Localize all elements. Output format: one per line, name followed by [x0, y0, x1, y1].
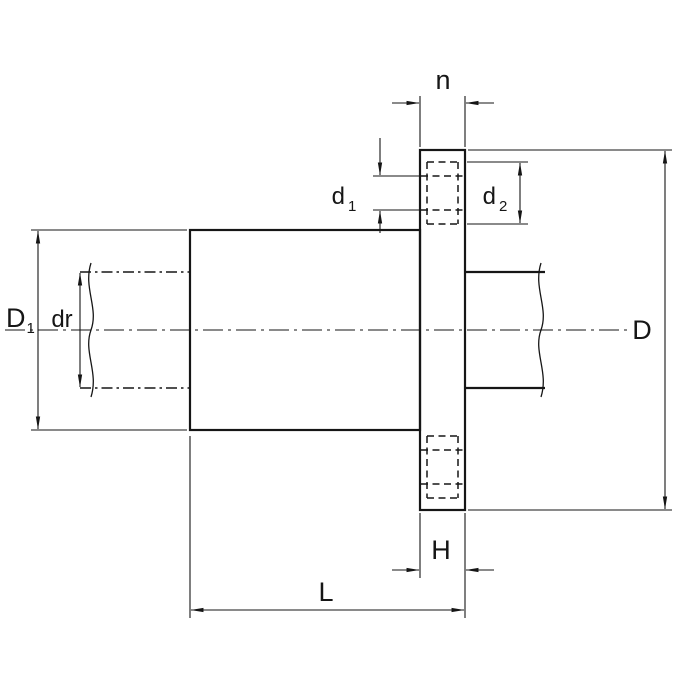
D-label: D: [632, 315, 652, 345]
dimension-D: D: [468, 149, 672, 511]
L-label: L: [318, 577, 333, 607]
dimension-n: n: [392, 65, 494, 147]
dr-label: dr: [51, 306, 72, 333]
D1-label: D1: [6, 303, 35, 337]
n-label: n: [435, 65, 450, 95]
flange-hole-bottom: [421, 435, 464, 499]
flange-hole-top: [421, 161, 464, 225]
dimension-H: H: [392, 513, 494, 618]
H-label: H: [431, 535, 451, 565]
dimension-L: L: [189, 436, 465, 618]
dimension-dr: dr: [51, 272, 83, 388]
dimension-D1: D1: [6, 229, 187, 431]
